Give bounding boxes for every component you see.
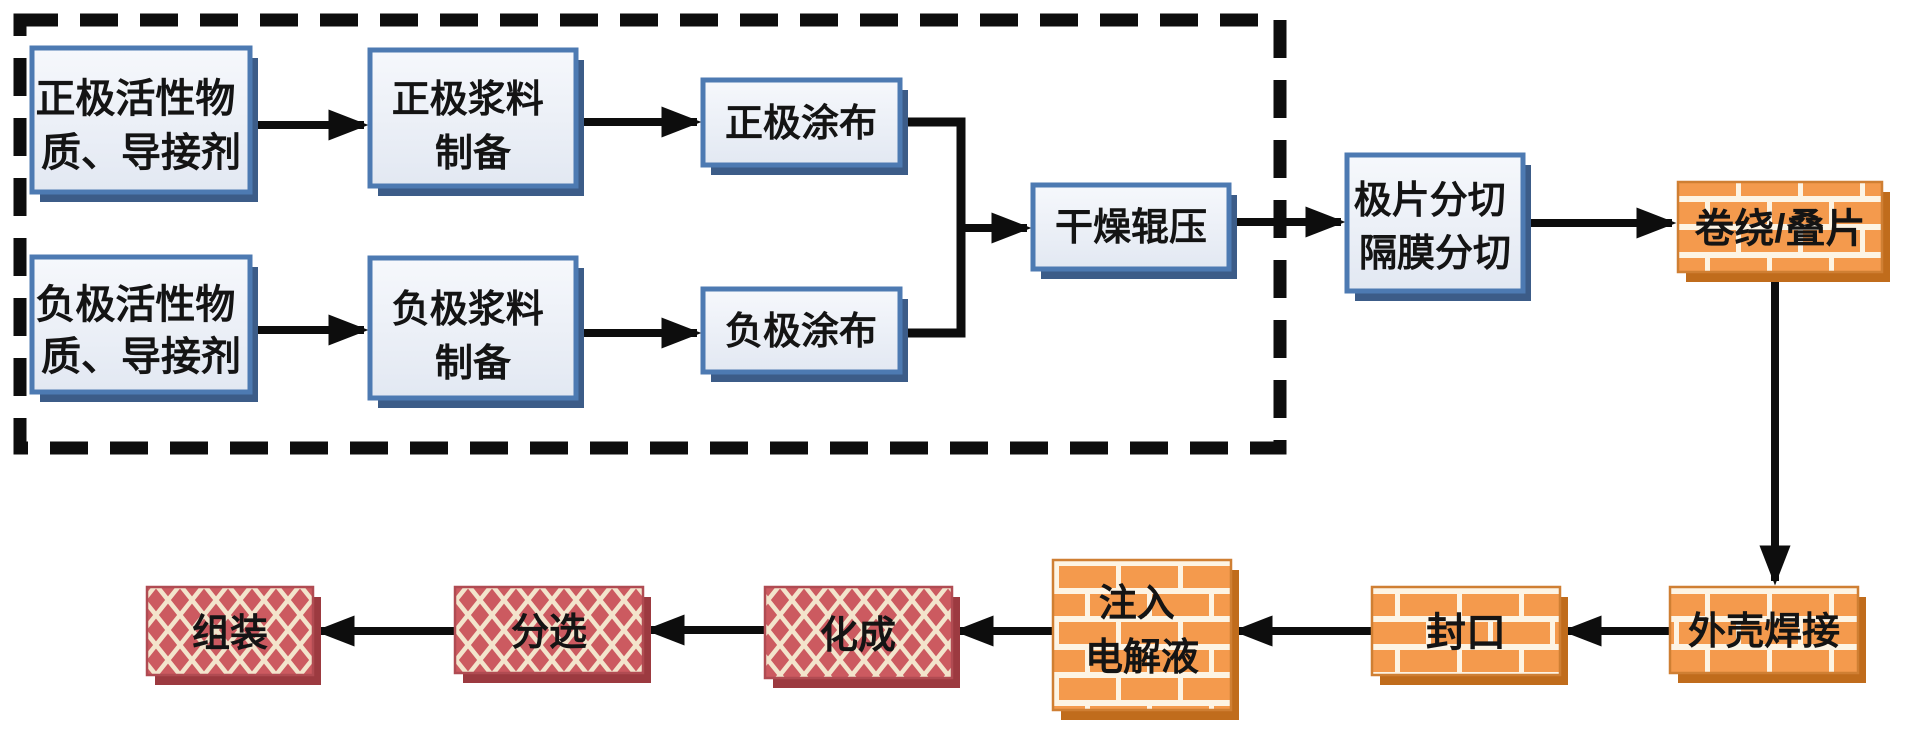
node-box — [700, 286, 903, 375]
connector-coating-merge — [902, 117, 966, 338]
node-box — [763, 585, 954, 680]
node-box — [1344, 152, 1526, 294]
node-slitting: 极片分切 隔膜分切 — [1344, 152, 1531, 301]
node-label: 负极活性物 质、导接剂 — [35, 283, 246, 379]
node-label: 外壳焊接 — [1688, 611, 1840, 653]
node-label: 分选 — [511, 612, 587, 654]
node-box — [700, 77, 903, 168]
node-box — [1370, 585, 1562, 677]
node-box — [367, 255, 579, 401]
electrode-prep-dashed-container — [13, 13, 1287, 455]
node-label: 负极涂布 — [725, 311, 877, 353]
flow-arrows — [252, 106, 1791, 647]
node-box — [29, 45, 253, 195]
node-box — [29, 254, 253, 395]
node-pos-slurry: 正极浆料 制备 — [367, 47, 584, 196]
node-neg-slurry: 负极浆料 制备 — [367, 255, 584, 408]
node-label: 正极活性物 质、导接剂 — [35, 77, 246, 175]
node-box — [1030, 182, 1232, 272]
node-box — [367, 47, 579, 189]
node-label: 组装 — [192, 613, 268, 655]
node-label: 正极涂布 — [725, 103, 877, 145]
node-box — [1051, 558, 1233, 712]
node-formation: 化成 — [763, 585, 960, 688]
node-label: 正极浆料 制备 — [392, 79, 555, 175]
node-pos-material: 正极活性物 质、导接剂 — [29, 45, 258, 202]
node-neg-coating: 负极涂布 — [700, 286, 908, 382]
node-neg-material: 负极活性物 质、导接剂 — [29, 254, 258, 402]
node-label: 负极浆料 制备 — [392, 289, 555, 385]
node-label: 化成 — [820, 615, 896, 657]
node-winding: 卷绕/叠片 — [1676, 180, 1890, 282]
node-case-welding: 外壳焊接 — [1668, 585, 1866, 683]
node-label: 极片分切 隔膜分切 — [1354, 180, 1517, 275]
node-label: 干燥辊压 — [1055, 207, 1207, 249]
node-box — [145, 585, 315, 677]
node-box — [1676, 180, 1884, 274]
node-assembly: 组装 — [145, 585, 321, 685]
node-electrolyte: 注入 电解液 — [1051, 558, 1239, 720]
node-label: 封口 — [1426, 611, 1506, 655]
node-pos-coating: 正极涂布 — [700, 77, 908, 175]
node-sorting: 分选 — [453, 585, 651, 683]
node-box — [1668, 585, 1860, 675]
node-box — [453, 585, 645, 675]
node-label: 注入 电解液 — [1085, 583, 1199, 679]
node-dry-roll: 干燥辊压 — [1030, 182, 1237, 279]
node-label: 卷绕/叠片 — [1694, 207, 1865, 251]
node-sealing: 封口 — [1370, 585, 1568, 685]
